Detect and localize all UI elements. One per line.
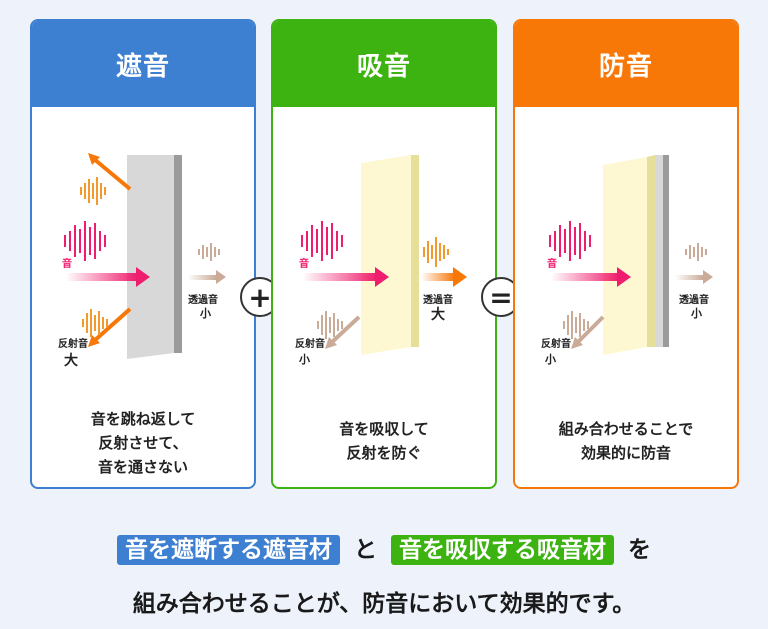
card-title: 吸音	[273, 21, 495, 107]
reflect-wave-icon-2	[82, 309, 108, 337]
reflect-wave-icon	[80, 177, 106, 205]
wall-edge	[174, 155, 182, 353]
transmit-wave-icon	[423, 237, 449, 267]
desc-line: 反射を防ぐ	[346, 444, 422, 462]
transmit-wave-icon	[685, 243, 707, 261]
wall-panel	[127, 155, 174, 359]
desc-line: 音を跳ね返して	[90, 410, 196, 428]
reflect-arrow	[329, 315, 361, 345]
card-sound-insulation: 遮音 音 反射音 大	[30, 19, 256, 489]
transmit-arrow	[421, 273, 455, 281]
card-sound-absorption: 吸音 音 反射音 小 透過音 大 音を吸収して 反射を防ぐ	[271, 19, 497, 489]
transmit-arrow	[188, 275, 216, 280]
reflect-down-arrow	[92, 307, 132, 343]
card-description: 組み合わせることで 効果的に防音	[515, 417, 737, 465]
transmit-level: 大	[431, 306, 445, 323]
reflect-label: 反射音	[295, 337, 325, 350]
transmit-label: 透過音	[679, 293, 709, 306]
sound-label: 音	[299, 257, 309, 270]
card-title: 防音	[515, 21, 737, 107]
sound-wave-icon	[549, 221, 591, 261]
incoming-arrowhead	[136, 267, 150, 287]
sound-label: 音	[547, 257, 557, 270]
reflect-level: 小	[544, 352, 556, 366]
sound-wave-icon	[301, 221, 343, 261]
incoming-arrow	[551, 273, 619, 281]
transmit-label: 透過音	[188, 293, 218, 306]
transmit-label: 透過音	[423, 293, 453, 306]
desc-line: 音を通さない	[97, 458, 188, 476]
reflect-label: 反射音	[541, 337, 571, 350]
insulator-edge	[663, 155, 669, 347]
absorber-edge	[411, 155, 419, 347]
highlight-absorption: 音を吸収する吸音材	[391, 535, 614, 565]
transmit-level: 小	[690, 306, 702, 320]
soundproof-diagram: 音 反射音 小 透過音 小	[541, 155, 713, 366]
summary-line-2: 組み合わせることが、防音において効果的です。	[132, 591, 636, 617]
insulation-diagram: 音 反射音 大 透過音 小	[58, 153, 226, 369]
desc-line: 組み合わせることで	[558, 420, 694, 438]
highlight-insulation: 音を遮断する遮音材	[116, 535, 340, 565]
card-soundproofing: 防音 音 反射音 小 透過音 小 組み合わせることで 効果的に防音	[513, 19, 739, 489]
reflect-level: 小	[298, 352, 310, 366]
reflect-level: 大	[64, 352, 78, 369]
reflect-wave-icon	[317, 311, 343, 339]
incoming-arrow	[66, 273, 138, 281]
trailing-text: を	[628, 537, 652, 563]
reflect-up-arrow	[92, 157, 132, 191]
incoming-arrow	[303, 273, 377, 281]
summary-line-1: 音を遮断する遮音材 と 音を吸収する吸音材 を	[0, 530, 768, 565]
insulator-panel	[655, 155, 663, 347]
desc-line: 効果的に防音	[580, 444, 671, 462]
desc-line: 反射させて、	[98, 434, 188, 452]
sound-wave-icon	[64, 221, 106, 261]
absorption-diagram: 音 反射音 小 透過音 大	[295, 155, 467, 366]
absorber-panel	[603, 157, 647, 355]
absorber-edge	[647, 155, 655, 347]
sound-label: 音	[62, 257, 72, 270]
desc-line: 音を吸収して	[339, 420, 429, 438]
card-title: 遮音	[32, 21, 254, 107]
absorber-panel	[361, 155, 411, 355]
reflect-arrow	[575, 315, 605, 345]
connector-text: と	[353, 537, 377, 563]
transmit-level: 小	[199, 306, 211, 320]
card-description: 音を跳ね返して 反射させて、 音を通さない	[32, 407, 254, 479]
reflect-wave-icon	[563, 311, 589, 339]
transmit-wave-icon	[198, 243, 220, 261]
transmit-arrow	[675, 275, 703, 280]
reflect-label: 反射音	[58, 337, 88, 350]
card-description: 音を吸収して 反射を防ぐ	[273, 417, 495, 465]
